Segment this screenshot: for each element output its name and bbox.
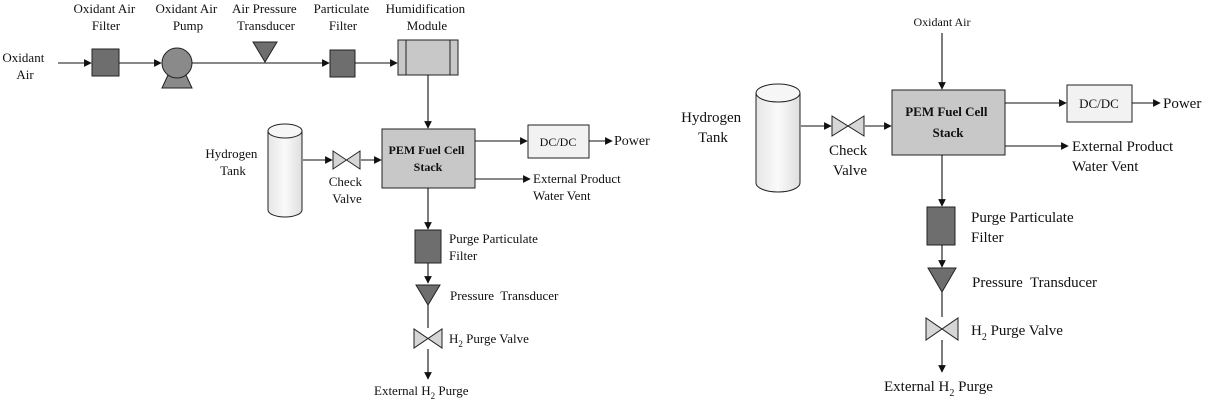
right-dcdc-label: DC/DC bbox=[1079, 96, 1119, 111]
hydrogen-tank-left bbox=[267, 123, 303, 218]
left-pump-label: Oxidant Air Pump bbox=[156, 1, 221, 33]
left-dcdc-label: DC/DC bbox=[540, 135, 577, 149]
left-inlet-label: Oxidant Air bbox=[2, 50, 47, 82]
humidification-module bbox=[397, 39, 459, 76]
pem-stack-right bbox=[891, 89, 1006, 156]
right-power-label: Power bbox=[1163, 96, 1201, 112]
h2-purge-valve-left bbox=[413, 328, 443, 349]
hydrogen-tank-right bbox=[755, 83, 801, 193]
left-air-transducer-label: Air Pressure Transducer bbox=[232, 1, 300, 33]
left-particulate-label: Particulate Filter bbox=[314, 1, 373, 33]
pressure-transducer-right bbox=[927, 267, 957, 293]
right-purge-filter-label: Purge Particulate Filter bbox=[971, 210, 1077, 246]
left-tank-label: Hydrogen Tank bbox=[205, 146, 260, 178]
left-purge-valve-label: H2 Purge Valve bbox=[449, 331, 529, 349]
left-check-label: Check Valve bbox=[329, 174, 365, 206]
left-humid-label: Humidification Module bbox=[386, 1, 469, 33]
right-purge-valve-label: H2 Purge Valve bbox=[971, 323, 1063, 343]
particulate-filter bbox=[329, 49, 356, 78]
left-stack-label: PEM Fuel Cell Stack bbox=[389, 143, 468, 174]
purge-filter-left bbox=[414, 229, 442, 264]
check-valve-left bbox=[332, 150, 361, 170]
right-stack-label: PEM Fuel Cell Stack bbox=[905, 104, 991, 140]
purge-filter-right bbox=[926, 206, 956, 246]
left-air-filter-label: Oxidant Air Filter bbox=[74, 1, 139, 33]
air-pressure-transducer bbox=[252, 41, 278, 63]
right-diagram: Oxidant Air Hydrogen Tank Chec bbox=[681, 15, 1201, 399]
pem-stack-left bbox=[381, 128, 476, 189]
right-inlet-label: Oxidant Air bbox=[914, 15, 971, 29]
dcdc-right bbox=[1066, 84, 1133, 123]
h2-purge-valve-right bbox=[925, 317, 959, 341]
check-valve-right bbox=[831, 115, 865, 137]
air-line-arrows bbox=[58, 59, 432, 129]
right-vent-label: External Product Water Vent bbox=[1072, 139, 1177, 175]
right-tank-label: Hydrogen Tank bbox=[681, 110, 745, 146]
right-arrows bbox=[801, 33, 1161, 373]
pressure-transducer-left bbox=[415, 284, 441, 306]
right-check-label: Check Valve bbox=[829, 143, 871, 179]
oxidant-air-pump bbox=[161, 47, 193, 89]
left-purge-filter-label: Purge Particulate Filter bbox=[449, 231, 541, 263]
left-diagram: Oxidant Air Oxidant Air Filter Oxidant A… bbox=[2, 1, 650, 401]
oxidant-air-filter bbox=[91, 48, 120, 77]
right-pressure-transducer-label: Pressure Transducer bbox=[972, 275, 1097, 291]
right-outlet-label: External H2 Purge bbox=[884, 379, 993, 399]
left-outlet-label: External H2 Purge bbox=[374, 383, 469, 401]
left-vent-label: External Product Water Vent bbox=[533, 171, 624, 203]
left-power-label: Power bbox=[614, 134, 650, 149]
left-pressure-transducer-label: Pressure Transducer bbox=[450, 288, 559, 303]
